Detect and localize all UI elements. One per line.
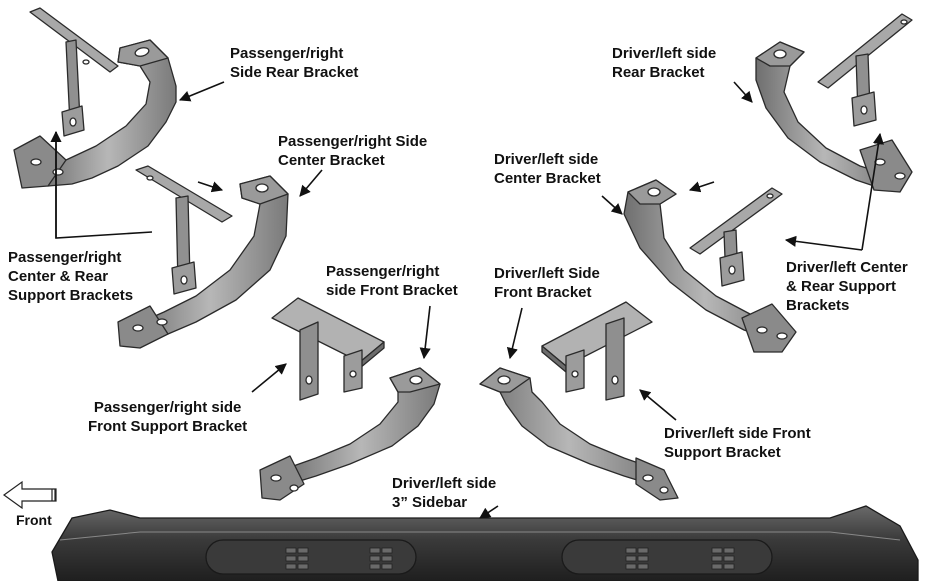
passenger-front-support-bracket [271, 297, 385, 401]
driver-front-bracket [479, 367, 679, 501]
passenger-front-bracket [259, 367, 441, 501]
arrow-driver-center-hint [688, 181, 715, 193]
arrow-driver-support-b [784, 235, 863, 251]
passenger-rear-support-bracket [29, 7, 119, 137]
label-driver-support-brackets: Driver/left Center & Rear Support Bracke… [786, 259, 908, 314]
driver-rear-support-bracket [817, 13, 913, 127]
arrow-sidebar [479, 505, 499, 519]
arrow-passenger-front-support [251, 363, 287, 393]
front-arrow-icon [2, 480, 57, 510]
driver-rear-bracket [755, 41, 913, 193]
label-passenger-support-brackets: Passenger/right Center & Rear Support Br… [8, 249, 134, 304]
arrow-driver-front [506, 307, 523, 360]
label-passenger-rear-bracket: Passenger/right Side Rear Bracket [230, 45, 359, 81]
label-passenger-front-bracket: Passenger/right side Front Bracket [326, 263, 458, 299]
label-front: Front [16, 512, 52, 528]
passenger-center-bracket [117, 175, 289, 349]
label-sidebar: Driver/left side 3” Sidebar [392, 475, 497, 511]
label-driver-rear-bracket: Driver/left side Rear Bracket [612, 45, 717, 81]
driver-sidebar [51, 505, 919, 582]
driver-center-bracket [623, 179, 797, 353]
arrow-driver-center [601, 195, 623, 215]
passenger-center-support-bracket [135, 165, 233, 295]
label-driver-front-support: Driver/left side Front Support Bracket [664, 425, 811, 461]
label-driver-center-bracket: Driver/left side Center Bracket [494, 151, 601, 187]
arrow-passenger-center-hint [197, 181, 224, 193]
driver-center-support-bracket [689, 187, 783, 287]
driver-front-support-bracket [541, 301, 653, 401]
arrow-driver-support-a [861, 132, 884, 251]
arrow-passenger-rear [178, 81, 225, 102]
arrow-passenger-front [419, 305, 431, 360]
arrow-driver-front-support [639, 389, 677, 421]
arrow-driver-rear [733, 81, 753, 103]
label-driver-front-bracket: Driver/left Side Front Bracket [494, 265, 600, 301]
arrow-passenger-center [299, 169, 323, 197]
label-passenger-center-bracket: Passenger/right Side Center Bracket [278, 133, 428, 169]
passenger-rear-bracket [13, 39, 177, 189]
label-passenger-front-support: Passenger/right side Front Support Brack… [88, 399, 248, 435]
